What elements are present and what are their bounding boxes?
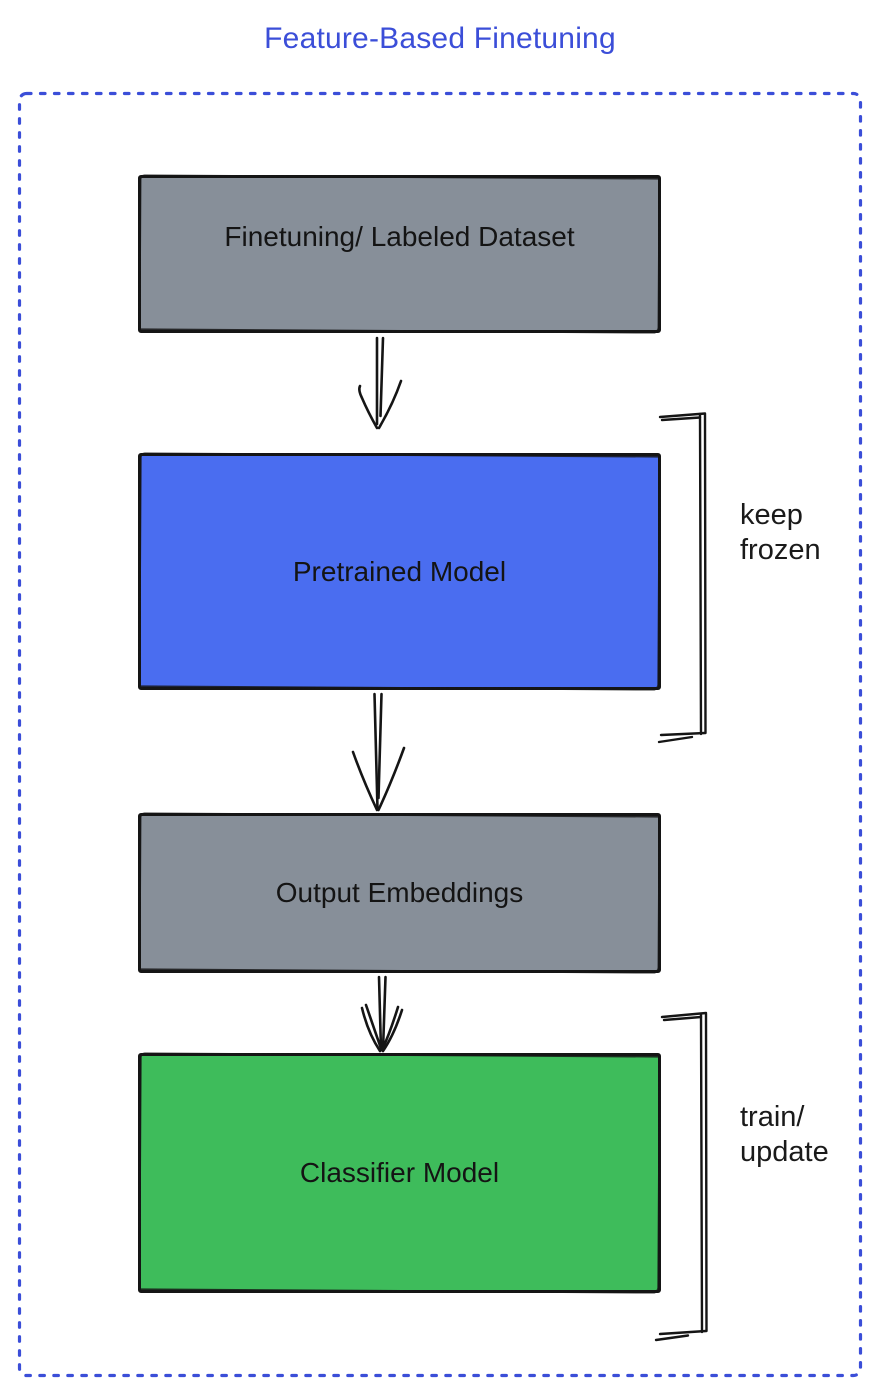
train-update-bracket bbox=[654, 1011, 708, 1342]
node-finetuning-dataset: Finetuning/ Labeled Dataset bbox=[138, 175, 661, 333]
node-classifier-model: Classifier Model bbox=[138, 1053, 661, 1293]
keep-frozen-line-2: frozen bbox=[740, 534, 821, 566]
train-update-line-1: train/ bbox=[740, 1101, 805, 1133]
keep-frozen-bracket bbox=[657, 412, 707, 744]
node-output-embeddings: Output Embeddings bbox=[138, 813, 661, 973]
keep-frozen-label: keep frozen bbox=[740, 498, 870, 568]
arrow-down-icon bbox=[351, 692, 406, 812]
node-label: Pretrained Model bbox=[292, 555, 507, 587]
train-update-line-2: update bbox=[740, 1136, 829, 1168]
node-label: Output Embeddings bbox=[275, 877, 524, 908]
arrow-down-icon bbox=[360, 975, 404, 1053]
diagram-title: Feature-Based Finetuning bbox=[264, 22, 616, 55]
arrow-down-icon bbox=[358, 336, 403, 430]
keep-frozen-line-1: keep bbox=[740, 499, 803, 531]
node-label: Classifier Model bbox=[299, 1157, 500, 1188]
train-update-label: train/ update bbox=[740, 1100, 870, 1170]
node-label: Finetuning/ Labeled Dataset bbox=[224, 221, 575, 252]
node-pretrained-model: Pretrained Model bbox=[138, 453, 661, 690]
